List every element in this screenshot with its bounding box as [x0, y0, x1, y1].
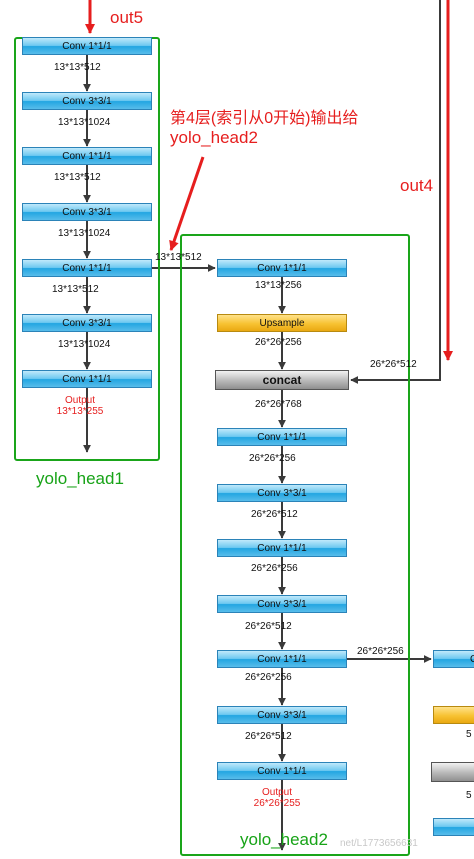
head2-branch-shape: 26*26*256 — [357, 646, 404, 657]
head1-layer-box: Conv 3*3/1 — [22, 92, 152, 110]
head1-layer-box: Conv 1*1/1 — [22, 147, 152, 165]
head3-shape-label: 5 — [466, 729, 472, 740]
head2-output-label: Output 26*26*255 — [245, 787, 309, 809]
head2-shape-label: 26*26*512 — [245, 731, 292, 742]
head1-layer-box: Conv 1*1/1 — [22, 259, 152, 277]
head2-layer-box: Conv 3*3/1 — [217, 484, 347, 502]
head3-upsample-box — [433, 706, 474, 724]
head2-output-shape: 26*26*255 — [253, 798, 301, 809]
head1-shape-label: 13*13*512 — [54, 62, 101, 73]
head2-shape-label: 26*26*512 — [245, 621, 292, 632]
head1-output-shape: 13*13*255 — [56, 406, 104, 417]
head3-conv-box: C — [433, 650, 474, 668]
layer4-note-line2: yolo_head2 — [170, 128, 258, 147]
head2-shape-label: 26*26*256 — [249, 453, 296, 464]
head1-layer-box: Conv 3*3/1 — [22, 314, 152, 332]
head2-output-title: Output — [261, 787, 293, 798]
out5-label: out5 — [110, 8, 144, 27]
head3-shape-label: 5 — [466, 790, 472, 801]
head2-shape-label: 26*26*256 — [245, 672, 292, 683]
layer4-note-line1: 第4层(索引从0开始)输出给 — [170, 110, 359, 127]
concat-input-shape: 26*26*512 — [370, 359, 417, 370]
head1-shape-label: 13*13*1024 — [58, 339, 111, 350]
head1-branch-shape: 13*13*512 — [155, 252, 202, 263]
head1-layer-box: Conv 1*1/1 — [22, 37, 152, 55]
yolo-head2-frame — [180, 234, 410, 856]
watermark-text: net/L1773656631 — [340, 838, 418, 849]
head1-layer-box: Conv 1*1/1 — [22, 370, 152, 388]
head2-shape-label: 26*26*256 — [255, 337, 302, 348]
out4-route-line — [350, 0, 441, 384]
head2-layer-box: Conv 1*1/1 — [217, 259, 347, 277]
head1-shape-label: 13*13*512 — [52, 284, 99, 295]
yolo-head2-title: yolo_head2 — [240, 830, 328, 849]
head2-shape-label: 26*26*256 — [251, 563, 298, 574]
head2-layer-box: Conv 3*3/1 — [217, 595, 347, 613]
head2-shape-label: 26*26*512 — [251, 509, 298, 520]
head1-output-label: Output 13*13*255 — [50, 395, 110, 417]
head2-layer-box: Conv 1*1/1 — [217, 428, 347, 446]
head3-concat-box — [431, 762, 474, 782]
head3-conv-box — [433, 818, 474, 836]
head2-layer-box: Conv 3*3/1 — [217, 706, 347, 724]
head1-output-title: Output — [64, 395, 96, 406]
layer4-note-arrow — [169, 156, 205, 251]
head1-shape-label: 13*13*1024 — [58, 228, 111, 239]
head1-shape-label: 13*13*1024 — [58, 117, 111, 128]
head2-layer-box: Upsample — [217, 314, 347, 332]
head2-layer-box: Conv 1*1/1 — [217, 762, 347, 780]
head1-layer-box: Conv 3*3/1 — [22, 203, 152, 221]
head1-shape-label: 13*13*512 — [54, 172, 101, 183]
head2-shape-label: 13*13*256 — [255, 280, 302, 291]
head2-layer-box: Conv 1*1/1 — [217, 650, 347, 668]
out4-label: out4 — [400, 176, 434, 195]
head2-shape-label: 26*26*768 — [255, 399, 302, 410]
head2-layer-box: concat — [215, 370, 349, 390]
yolo-head1-title: yolo_head1 — [36, 469, 124, 488]
head2-layer-box: Conv 1*1/1 — [217, 539, 347, 557]
